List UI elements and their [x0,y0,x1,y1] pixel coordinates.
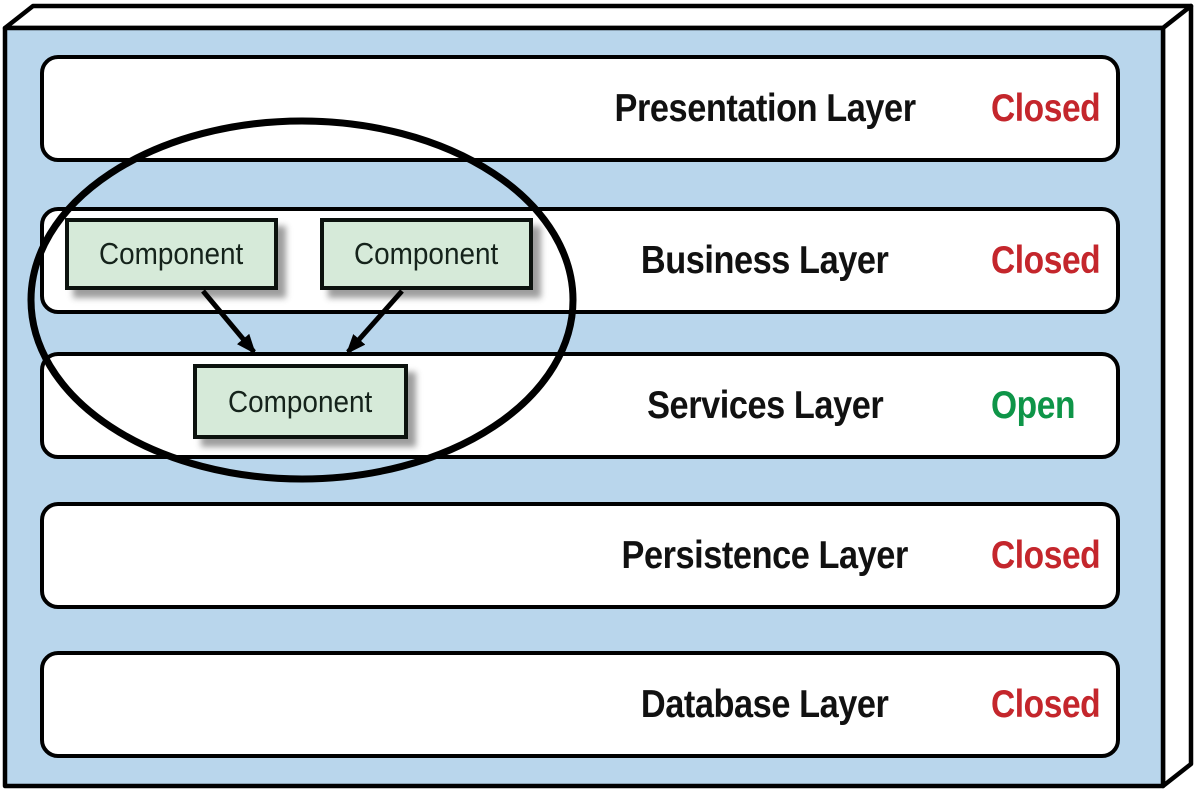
layer-name: Business Layer [641,238,889,282]
layer-row-persistence: Persistence Layer Closed [40,502,1120,609]
layer-status: Closed [991,682,1101,726]
layer-status: Closed [991,238,1101,282]
layer-status: Closed [991,86,1101,130]
component-label: Component [354,236,499,271]
layer-name: Database Layer [641,682,889,726]
component-label: Component [99,236,244,271]
layer-name: Presentation Layer [614,86,916,130]
layer-row-presentation: Presentation Layer Closed [40,55,1120,162]
component-box: Component [65,218,278,290]
component-box: Component [320,218,533,290]
box-right-face [1160,3,1194,789]
layer-status: Closed [991,533,1101,577]
box-top-face [2,3,1194,31]
layer-status: Open [991,383,1075,427]
layer-name: Services Layer [646,383,884,427]
component-box: Component [193,364,408,439]
component-label: Component [228,383,373,419]
layer-row-database: Database Layer Closed [40,651,1120,758]
layer-name: Persistence Layer [621,533,909,577]
